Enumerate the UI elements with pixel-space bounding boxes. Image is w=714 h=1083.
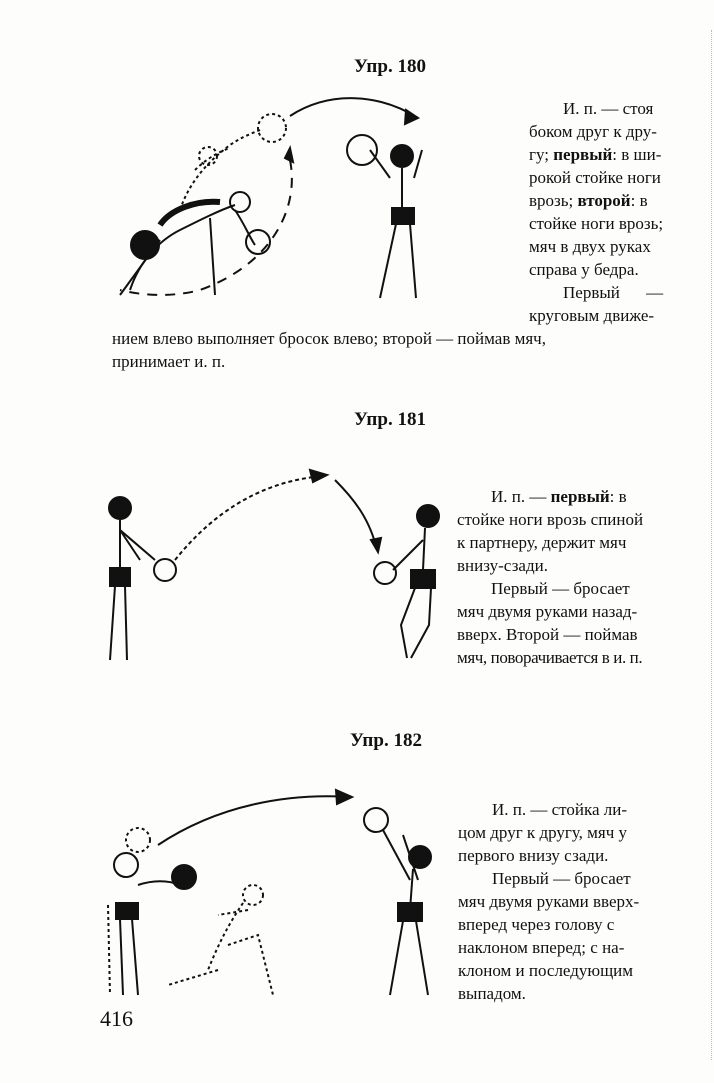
text-run: гу; [529, 145, 554, 164]
text-line: Первый — бросает [492, 869, 631, 888]
text-line: И. п. — первый: в [457, 485, 673, 508]
text-line: принимает и. п. [112, 352, 226, 371]
text-line: мяч двумя руками вверх- [458, 892, 640, 911]
text-line: стойке ноги врозь; [529, 214, 664, 233]
exercise-180-text-full: нием влево выполняет бросок влево; второ… [112, 327, 678, 373]
text-line: клоном и последующим [458, 961, 634, 980]
text-line: внизу-сзади. [457, 556, 548, 575]
text-line: Первый — бросает [491, 579, 630, 598]
exercise-181-illustration [108, 468, 440, 661]
exercise-181-text: И. п. — первый: в стойке ноги врозь спин… [457, 485, 673, 669]
text-line: мяч двумя руками назад- [457, 602, 638, 621]
text-run: : в [609, 487, 627, 506]
text-line: справа у бедра. [529, 260, 639, 279]
text-line: к партнеру, держит мяч [457, 533, 627, 552]
text-line: рокой стойке ноги [529, 168, 661, 187]
text-run: врозь; [529, 191, 578, 210]
text-line: И. п. — стойка ли- [492, 800, 628, 819]
page-number: 416 [100, 1006, 133, 1031]
text-run: И. п. — [491, 487, 551, 506]
text-line: мяч, поворачивается в и. п. [457, 648, 643, 667]
exercise-182-title: Упр. 182 [350, 730, 422, 751]
text-line: круговым движе- [529, 306, 655, 325]
text-line: мяч в двух руках [529, 237, 651, 256]
text-line: Первый — [563, 283, 664, 302]
exercise-180-title: Упр. 180 [354, 56, 426, 77]
text-line: И. п. — стоя [563, 99, 654, 118]
exercise-181-title: Упр. 181 [354, 409, 426, 430]
bold-term: первый [553, 145, 613, 164]
text-run: : в ши- [612, 145, 662, 164]
page-edge-scan-artifact [709, 30, 712, 1060]
text-line: стойке ноги врозь спиной [457, 510, 644, 529]
exercise-180-illustration [119, 97, 423, 299]
exercise-182-illustration [107, 788, 432, 996]
bold-term: первый [550, 487, 610, 506]
text-line: боком друг к дру- [529, 122, 657, 141]
bold-term: второй [577, 191, 631, 210]
text-line: наклоном вперед; с на- [458, 938, 625, 957]
text-run: : в [630, 191, 648, 210]
text-line: выпадом. [458, 984, 526, 1003]
text-line: вперед через голову с [458, 915, 615, 934]
text-line: врозь; второй: в [529, 189, 681, 212]
text-line: цом друг к другу, мяч у [458, 823, 628, 842]
exercise-180-text-right: И. п. — стоя боком друг к дру- гу; первы… [529, 97, 681, 327]
text-line: вверх. Второй — поймав [457, 625, 638, 644]
exercise-182-text: И. п. — стойка ли- цом друг к другу, мяч… [458, 798, 670, 1005]
text-line: нием влево выполняет бросок влево; второ… [112, 329, 546, 348]
text-line: гу; первый: в ши- [529, 143, 681, 166]
text-line: первого внизу сзади. [458, 846, 609, 865]
